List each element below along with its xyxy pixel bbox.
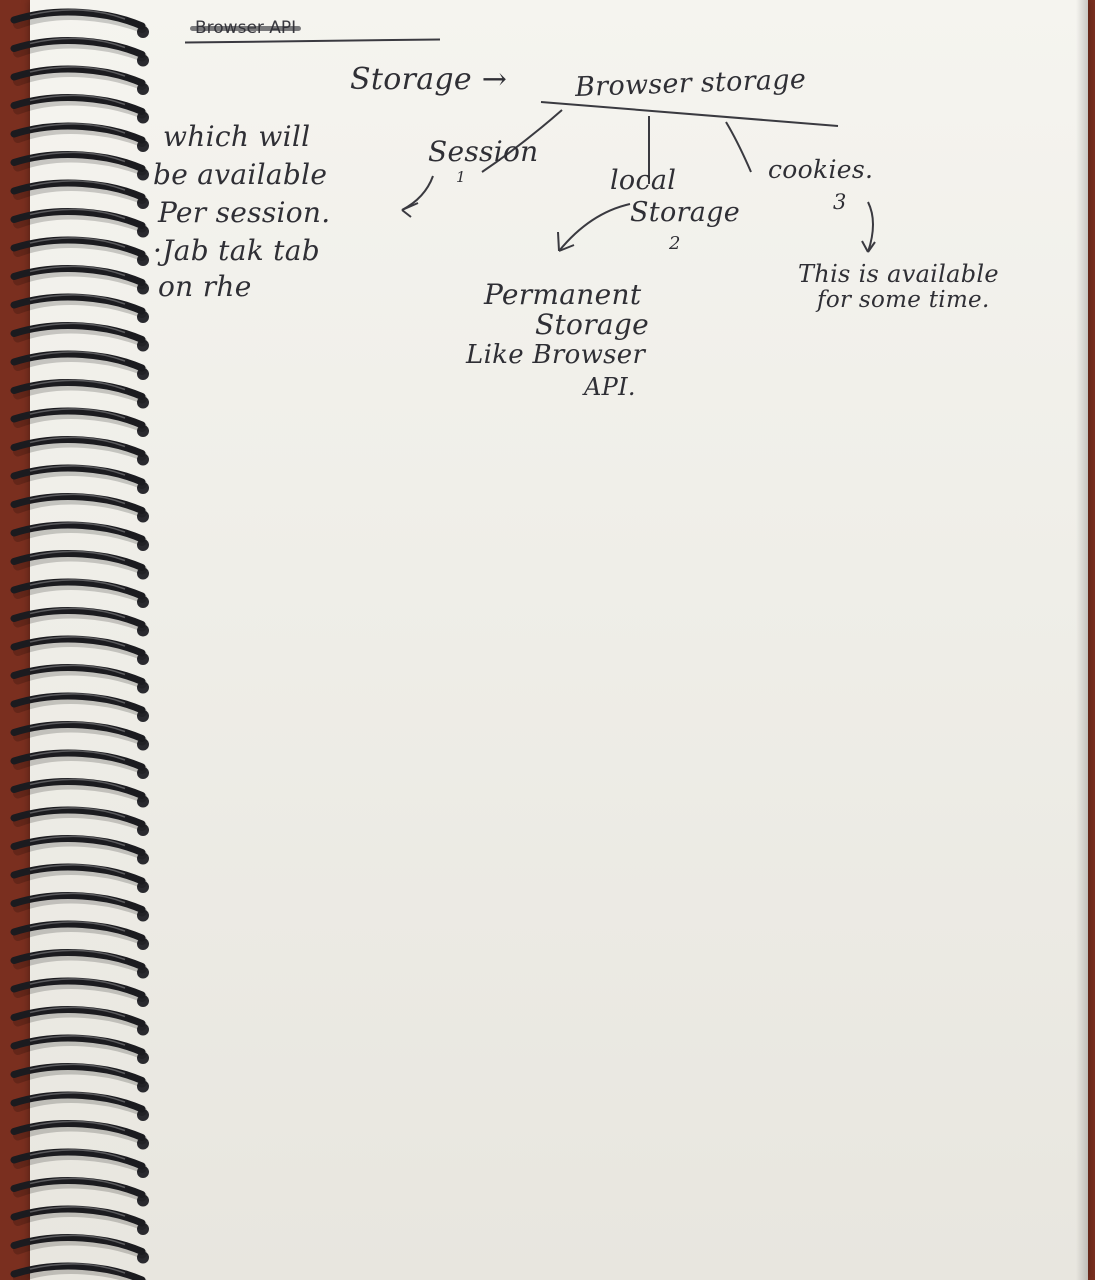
spiral-ring [10, 122, 149, 152]
spiral-ring [10, 493, 149, 523]
spiral-ring [10, 407, 149, 437]
spiral-ring [10, 1034, 149, 1064]
local-storage-label-line2: Storage [630, 197, 740, 228]
spiral-ring [10, 265, 149, 295]
storage-heading: Storage → [350, 62, 508, 97]
session-note-line3: Per session. [158, 196, 331, 229]
spiral-ring [10, 692, 149, 722]
session-note-line4: ·Jab tak tab [153, 234, 320, 267]
spiral-ring [10, 721, 149, 751]
local-note-line4: API. [584, 373, 636, 401]
local-note-line3: Like Browser [466, 340, 646, 370]
spiral-ring [10, 179, 149, 209]
session-note-line2: be available [153, 158, 328, 191]
session-number: 1 [456, 168, 466, 186]
spiral-ring [10, 1205, 149, 1235]
spiral-ring [10, 322, 149, 352]
spiral-ring [10, 94, 149, 124]
spiral-ring [10, 664, 149, 694]
spiral-ring [10, 65, 149, 95]
spiral-ring [10, 1234, 149, 1264]
cookies-label: cookies. [768, 155, 874, 184]
spiral-ring [10, 8, 149, 38]
spiral-ring [10, 550, 149, 580]
spiral-ring [10, 436, 149, 466]
spiral-ring [10, 607, 149, 637]
spiral-ring [10, 892, 149, 922]
spiral-ring [10, 635, 149, 665]
spiral-ring [10, 1006, 149, 1036]
notebook-page [30, 0, 1088, 1280]
spiral-ring [10, 920, 149, 950]
spiral-ring [10, 236, 149, 266]
spiral-ring [10, 806, 149, 836]
session-label: Session [428, 135, 539, 168]
spiral-ring [10, 37, 149, 67]
local-storage-label-line1: local [610, 165, 677, 196]
local-note-line1: Permanent [484, 278, 642, 311]
spiral-ring [10, 350, 149, 380]
spiral-ring [10, 379, 149, 409]
spiral-ring [10, 1148, 149, 1178]
spiral-ring [10, 151, 149, 181]
spiral-ring [10, 1063, 149, 1093]
spiral-ring [10, 1120, 149, 1150]
cookies-number: 3 [833, 190, 847, 214]
spiral-ring [10, 749, 149, 779]
spiral-ring [10, 521, 149, 551]
session-note-line5: on rhe [158, 270, 252, 303]
spiral-ring [10, 949, 149, 979]
local-storage-number: 2 [669, 233, 681, 254]
cookies-note-line1: This is available [798, 260, 999, 288]
spiral-ring [10, 1262, 147, 1280]
spiral-ring [10, 293, 149, 323]
spiral-ring [10, 1177, 149, 1207]
local-note-line2: Storage [535, 308, 649, 341]
spiral-ring [10, 578, 149, 608]
page-edge-shadow [1076, 0, 1088, 1280]
spiral-ring [10, 1091, 149, 1121]
spiral-binding [10, 8, 149, 1280]
session-note-line1: which will [163, 120, 311, 153]
cookies-note-line2: for some time. [817, 287, 990, 313]
spiral-ring [10, 863, 149, 893]
spiral-ring [10, 778, 149, 808]
spiral-ring [10, 208, 149, 238]
spiral-ring [10, 977, 149, 1007]
spiral-ring [10, 835, 149, 865]
spiral-ring [10, 464, 149, 494]
struck-title: Browser API [189, 18, 302, 38]
